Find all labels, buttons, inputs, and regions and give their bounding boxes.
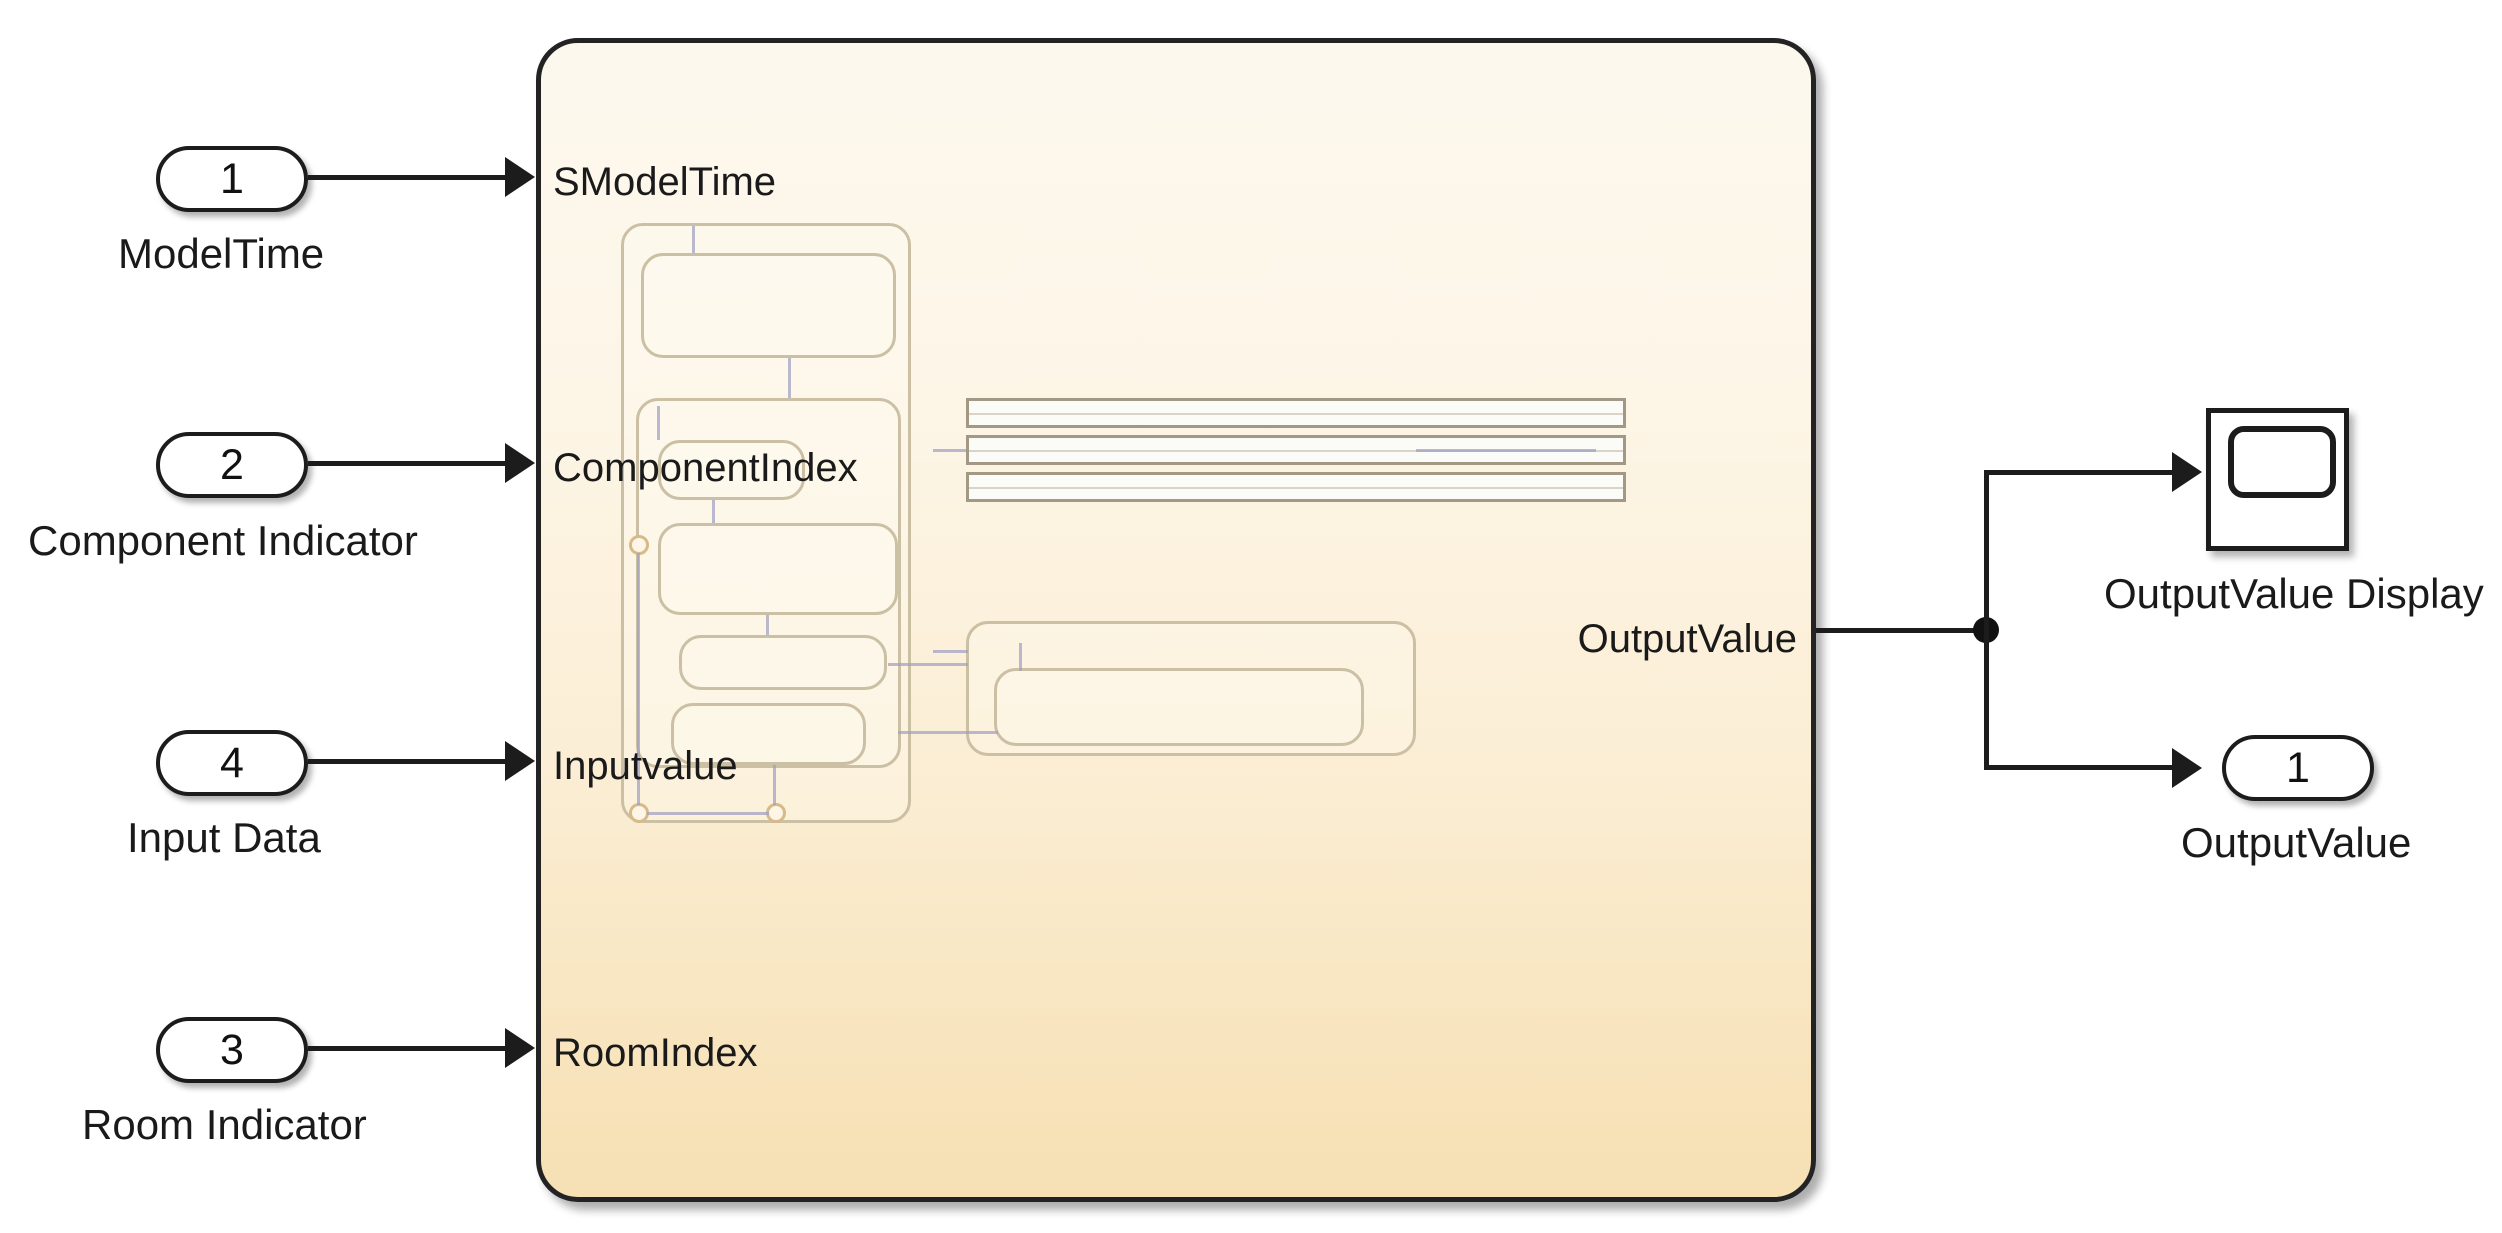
chart-inport-label-componentindex: ComponentIndex [553,446,858,490]
inport-number-2: 2 [220,440,244,489]
preview-transition-2-3 [657,406,660,440]
wire-in-4 [308,759,505,764]
outport-label-1: OutputValue [2181,819,2412,866]
preview-transition-into-right [933,650,968,653]
inport-label-4: Input Data [127,814,321,861]
chart-inport-label-smodeltime: SModelTime [553,160,777,204]
preview-state-2 [658,440,805,500]
preview-transition-right-out [1416,449,1596,452]
arrow-in-4 [505,741,535,781]
wire-out-branch-up-horiz [1984,470,2176,475]
inport-number-4: 4 [220,738,244,787]
inport-block-1[interactable]: 1 [156,146,308,212]
scope-icon [2228,426,2336,498]
arrow-out-outport [2172,748,2202,788]
stateflow-chart-block[interactable]: SModelTime ComponentIndex Inputvalue Roo… [536,38,1816,1202]
chart-inport-label-inputvalue: Inputvalue [553,744,738,788]
arrow-in-2 [505,443,535,483]
preview-superstate-right [966,621,1416,756]
wire-out-branch-down-horiz [1984,765,2176,770]
chart-outport-label-outputvalue: OutputValue [1577,617,1797,661]
wire-out-trunk [1816,628,1986,633]
preview-truthtable-bar-3 [966,472,1626,502]
preview-transition-3-4 [712,500,715,523]
preview-transition-4-5 [766,615,769,635]
preview-transition-to-truthtable [933,449,966,452]
scope-block[interactable] [2206,408,2349,551]
inport-number-3: 3 [220,1025,244,1074]
inport-block-4[interactable]: 4 [156,730,308,796]
wire-in-3 [308,1046,505,1051]
inport-block-2[interactable]: 2 [156,432,308,498]
inport-label-1: ModelTime [118,230,325,277]
scope-label: OutputValue Display [2104,570,2484,617]
preview-transition-default [692,226,695,253]
inport-number-1: 1 [220,154,244,203]
inport-label-2: Component Indicator [28,517,418,564]
wire-in-2 [308,461,505,466]
preview-state-1 [641,253,896,358]
inport-block-3[interactable]: 3 [156,1017,308,1083]
preview-transition-upper-feed [888,663,968,666]
inport-label-3: Room Indicator [82,1101,367,1148]
wire-in-1 [308,175,505,180]
arrow-out-scope [2172,452,2202,492]
outport-number-1: 1 [2286,743,2310,792]
wire-out-branch-up-vert [1984,470,1989,630]
preview-transition-1-2 [788,358,791,398]
preview-junction-bottom-left [629,803,649,823]
preview-junction-left [629,535,649,555]
preview-state-4 [679,635,887,690]
preview-transition-lower-feed [898,731,998,734]
preview-state-5 [671,703,866,765]
chart-inport-label-roomindex: RoomIndex [553,1031,758,1075]
outport-block-1[interactable]: 1 [2222,735,2374,801]
preview-state-3 [658,523,898,615]
arrow-in-3 [505,1028,535,1068]
preview-truthtable-bar-1 [966,398,1626,428]
wire-out-branch-down-vert [1984,628,1989,770]
arrow-in-1 [505,157,535,197]
preview-transition-loop-horiz [647,812,769,815]
preview-transition-right-default [1019,643,1022,671]
preview-junction-bottom-mid [766,803,786,823]
preview-transition-5-junction [773,765,776,805]
preview-state-right-inner [994,668,1364,746]
preview-transition-loop-vert [637,553,640,805]
